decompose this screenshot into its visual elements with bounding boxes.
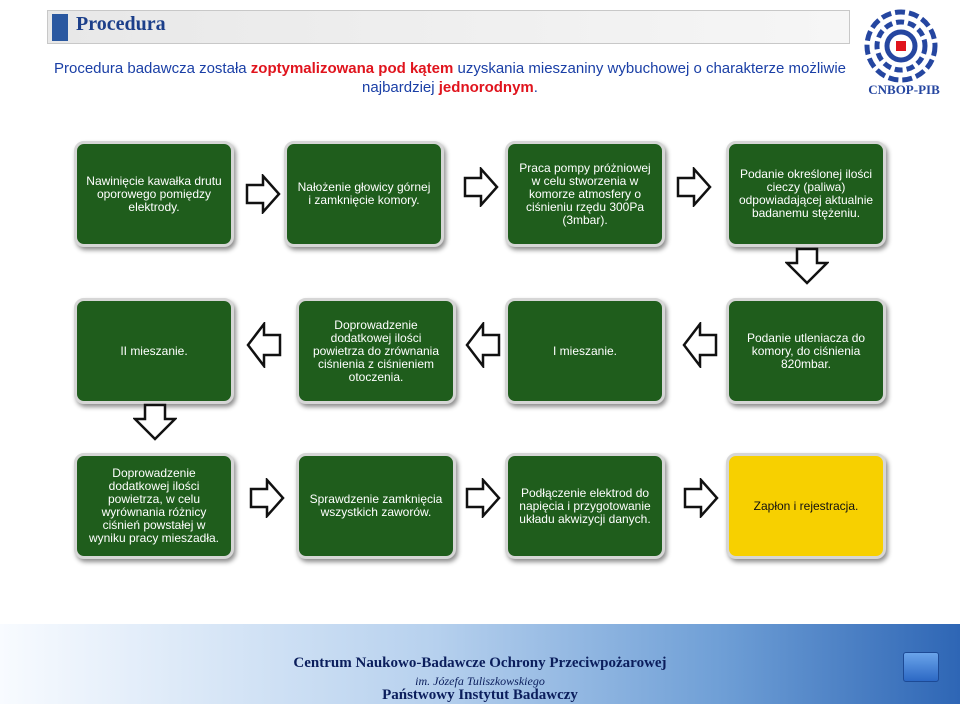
step-text-4: Podanie określonej ilości cieczy (paliwa… [738, 167, 874, 220]
arrow-down-icon [785, 247, 829, 285]
step-text-11: Podłączenie elektrod do napięcia i przyg… [519, 485, 651, 526]
arrow-right-icon [463, 167, 499, 207]
intro-text: Procedura badawcza została zoptymalizowa… [40, 59, 860, 97]
title-bar [47, 10, 850, 44]
step-box-10: Sprawdzenie zamknięcia wszystkich zaworó… [296, 453, 456, 559]
intro-part2: uzyskania mieszaniny wybuchowej o charak… [362, 60, 846, 96]
step-box-12: Zapłon i rejestracja. [726, 453, 886, 559]
step-text-12: Zapłon i rejestracja. [753, 498, 859, 513]
footer-banner [0, 624, 960, 704]
arrow-right-icon [249, 478, 285, 518]
logo-label: CNBOP-PIB [868, 82, 940, 97]
footer-institute-type: Państwowy Instytut Badawczy [382, 687, 578, 703]
step-box-4: Podanie określonej ilości cieczy (paliwa… [726, 141, 886, 247]
step-box-8: II mieszanie. [74, 298, 234, 404]
arrow-down-icon [133, 403, 177, 441]
step-box-7: Doprowadzenie dodatkowej ilości powietrz… [296, 298, 456, 404]
arrow-right-icon [465, 478, 501, 518]
arrow-right-icon [676, 167, 712, 207]
cnbop-logo-icon [864, 9, 938, 83]
step-text-1: Nawinięcie kawałka drutu oporowego pomię… [86, 173, 222, 214]
step-text-5: Podanie utleniacza do komory, do ciśnien… [746, 330, 866, 371]
step-text-7: Doprowadzenie dodatkowej ilości powietrz… [312, 317, 440, 384]
arrow-left-icon [465, 322, 501, 368]
next-slide-button[interactable] [903, 652, 939, 682]
step-box-11: Podłączenie elektrod do napięcia i przyg… [505, 453, 665, 559]
footer-institution-name: Centrum Naukowo-Badawcze Ochrony Przeciw… [293, 655, 667, 671]
step-box-3: Praca pompy próżniowej w celu stworzenia… [505, 141, 665, 247]
arrow-left-icon [246, 322, 282, 368]
step-text-8: II mieszanie. [120, 343, 188, 358]
step-box-5: Podanie utleniacza do komory, do ciśnien… [726, 298, 886, 404]
title-accent [52, 14, 68, 41]
step-text-6: I mieszanie. [552, 343, 618, 358]
arrow-left-icon [682, 322, 718, 368]
footer-patron: im. Józefa Tuliszkowskiego [415, 674, 545, 688]
step-text-2: Nałożenie głowicy górnej i zamknięcie ko… [297, 180, 431, 207]
intro-highlight1: zoptymalizowana pod kątem [250, 60, 454, 77]
intro-highlight2: jednorodnym [438, 79, 534, 96]
step-box-1: Nawinięcie kawałka drutu oporowego pomię… [74, 141, 234, 247]
step-box-9: Doprowadzenie dodatkowej ilości powietrz… [74, 453, 234, 559]
intro-part3: . [533, 79, 538, 96]
arrow-right-icon [245, 174, 281, 214]
intro-part1: Procedura badawcza została [54, 60, 251, 77]
step-text-9: Doprowadzenie dodatkowej ilości powietrz… [88, 466, 220, 545]
step-box-6: I mieszanie. [505, 298, 665, 404]
step-box-2: Nałożenie głowicy górnej i zamknięcie ko… [284, 141, 444, 247]
arrow-right-icon [683, 478, 719, 518]
page-title: Procedura [76, 13, 166, 35]
step-text-3: Praca pompy próżniowej w celu stworzenia… [519, 160, 651, 227]
step-text-10: Sprawdzenie zamknięcia wszystkich zaworó… [309, 492, 443, 519]
